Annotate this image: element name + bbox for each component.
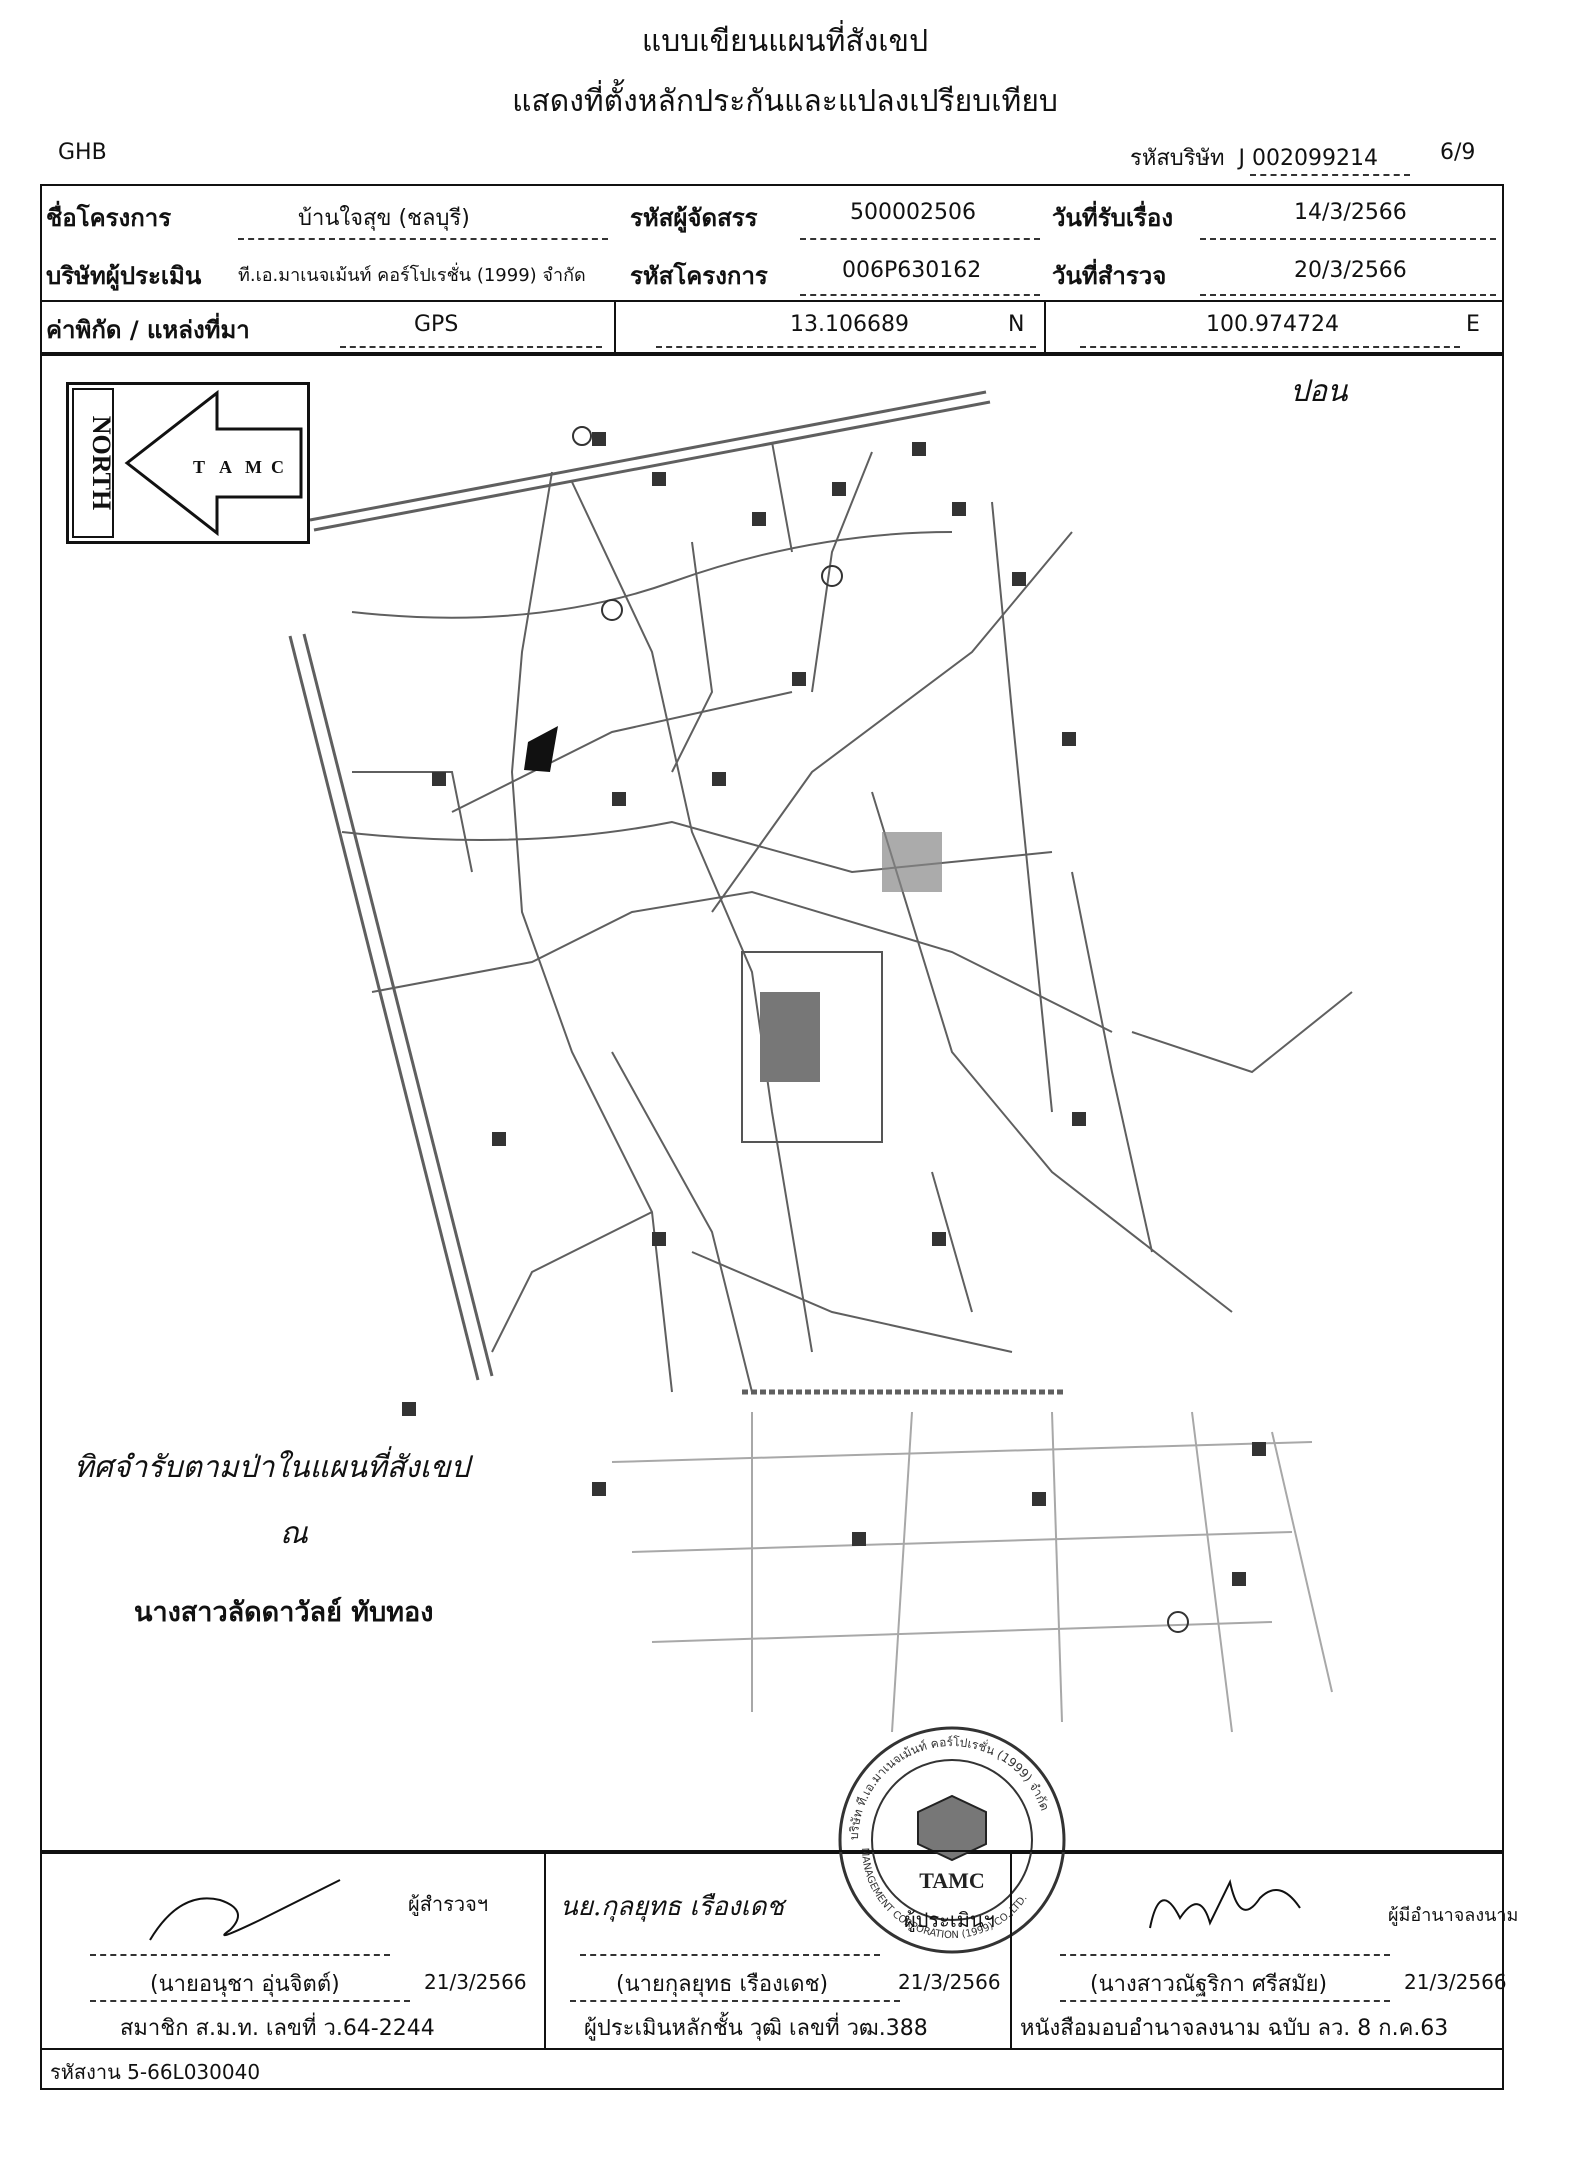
project-code-value: 006P630162 bbox=[842, 258, 982, 283]
svg-text:T: T bbox=[193, 457, 205, 477]
project-code-label: รหัสโครงการ bbox=[630, 262, 768, 290]
handwritten-mark: ณ bbox=[280, 1516, 308, 1551]
signer-name: นางสาวลัดดาวัลย์ ทับทอง bbox=[134, 1597, 434, 1628]
doc-title-line1: แบบเขียนแผนที่สังเขป bbox=[641, 24, 929, 59]
coord-label: ค่าพิกัด / แหล่งที่มา bbox=[46, 316, 250, 344]
svg-text:M: M bbox=[245, 457, 262, 477]
signature-2-handwriting: นย.กุลยุทธ เรืองเดช bbox=[560, 1892, 785, 1922]
job-code: รหัสงาน 5-66L030040 bbox=[50, 2060, 261, 2084]
page-number: 6/9 bbox=[1440, 140, 1476, 165]
handwritten-initial: ปอน bbox=[1290, 374, 1348, 409]
signature-1-name: (นายอนุชา อุ่นจิตต์) bbox=[150, 1972, 340, 1997]
project-value: บ้านใจสุข (ชลบุรี) bbox=[298, 206, 470, 231]
map-frame bbox=[40, 352, 1504, 1854]
signature-1-role: ผู้สำรวจฯ bbox=[408, 1892, 489, 1916]
signature-1-scribble bbox=[149, 1879, 341, 1941]
developer-label: รหัสผู้จัดสรร bbox=[630, 204, 758, 232]
signature-3-scribble bbox=[1149, 1878, 1301, 1929]
signature-1-license: สมาชิก ส.ม.ท. เลขที่ ว.64-2244 bbox=[120, 2016, 435, 2041]
svg-text:A: A bbox=[219, 457, 232, 477]
survey-value: 20/3/2566 bbox=[1294, 258, 1407, 283]
signature-3-date: 21/3/2566 bbox=[1404, 1970, 1507, 1994]
sketch-map bbox=[288, 390, 1353, 1733]
doc-title-line2: แสดงที่ตั้งหลักประกันและแปลงเปรียบเทียบ bbox=[512, 84, 1058, 119]
bank-code: GHB bbox=[58, 140, 107, 165]
project-label: ชื่อโครงการ bbox=[46, 204, 172, 232]
appraiser-label: บริษัทผู้ประเมิน bbox=[46, 262, 202, 290]
signature-2-date: 21/3/2566 bbox=[898, 1970, 1001, 1994]
developer-value: 500002506 bbox=[850, 200, 976, 225]
svg-text:TAMC: TAMC bbox=[919, 1868, 985, 1893]
latitude: 13.106689 bbox=[790, 312, 909, 337]
handwritten-certification: ทิศจำรับตามป่าในแผนที่สังเขป bbox=[74, 1450, 470, 1485]
subject-property-marker bbox=[524, 726, 558, 772]
latitude-dir: N bbox=[1008, 312, 1025, 337]
signature-2-role: ผู้ประเมินฯ bbox=[904, 1908, 995, 1932]
appraiser-value: ที.เอ.มาเนจเม้นท์ คอร์โปเรชั่น (1999) จำ… bbox=[238, 265, 586, 286]
received-label: วันที่รับเรื่อง bbox=[1052, 204, 1174, 232]
signature-3-role: ผู้มีอำนาจลงนาม bbox=[1388, 1905, 1519, 1926]
survey-label: วันที่สำรวจ bbox=[1052, 262, 1167, 290]
company-stamp: บริษัท ที.เอ.มาเนจเม้นท์ คอร์โปเรชั่น (1… bbox=[838, 1726, 1066, 1954]
coord-source: GPS bbox=[414, 312, 459, 337]
north-arrow-icon: NORTH T A M C bbox=[72, 388, 303, 538]
signature-1-date: 21/3/2566 bbox=[424, 1970, 527, 1994]
signature-3-name: (นางสาวณัฐริกา ศรีสมัย) bbox=[1090, 1972, 1328, 1997]
received-value: 14/3/2566 bbox=[1294, 200, 1407, 225]
svg-text:NORTH: NORTH bbox=[87, 416, 116, 510]
svg-text:C: C bbox=[271, 457, 284, 477]
signature-table bbox=[40, 1850, 1504, 2090]
north-arrow: NORTH T A M C bbox=[66, 382, 310, 544]
signature-3-license: หนังสือมอบอำนาจลงนาม ฉบับ ลว. 8 ก.ค.63 bbox=[1020, 2016, 1449, 2041]
signature-2-name: (นายกุลยุทธ เรืองเดช) bbox=[616, 1972, 829, 1997]
signature-2-license: ผู้ประเมินหลักชั้น วุฒิ เลขที่ วฒ.388 bbox=[584, 2016, 928, 2041]
company-code: รหัสบริษัท J 002099214 bbox=[1130, 146, 1378, 171]
longitude: 100.974724 bbox=[1206, 312, 1339, 337]
longitude-dir: E bbox=[1466, 312, 1480, 337]
info-table bbox=[40, 184, 1504, 356]
